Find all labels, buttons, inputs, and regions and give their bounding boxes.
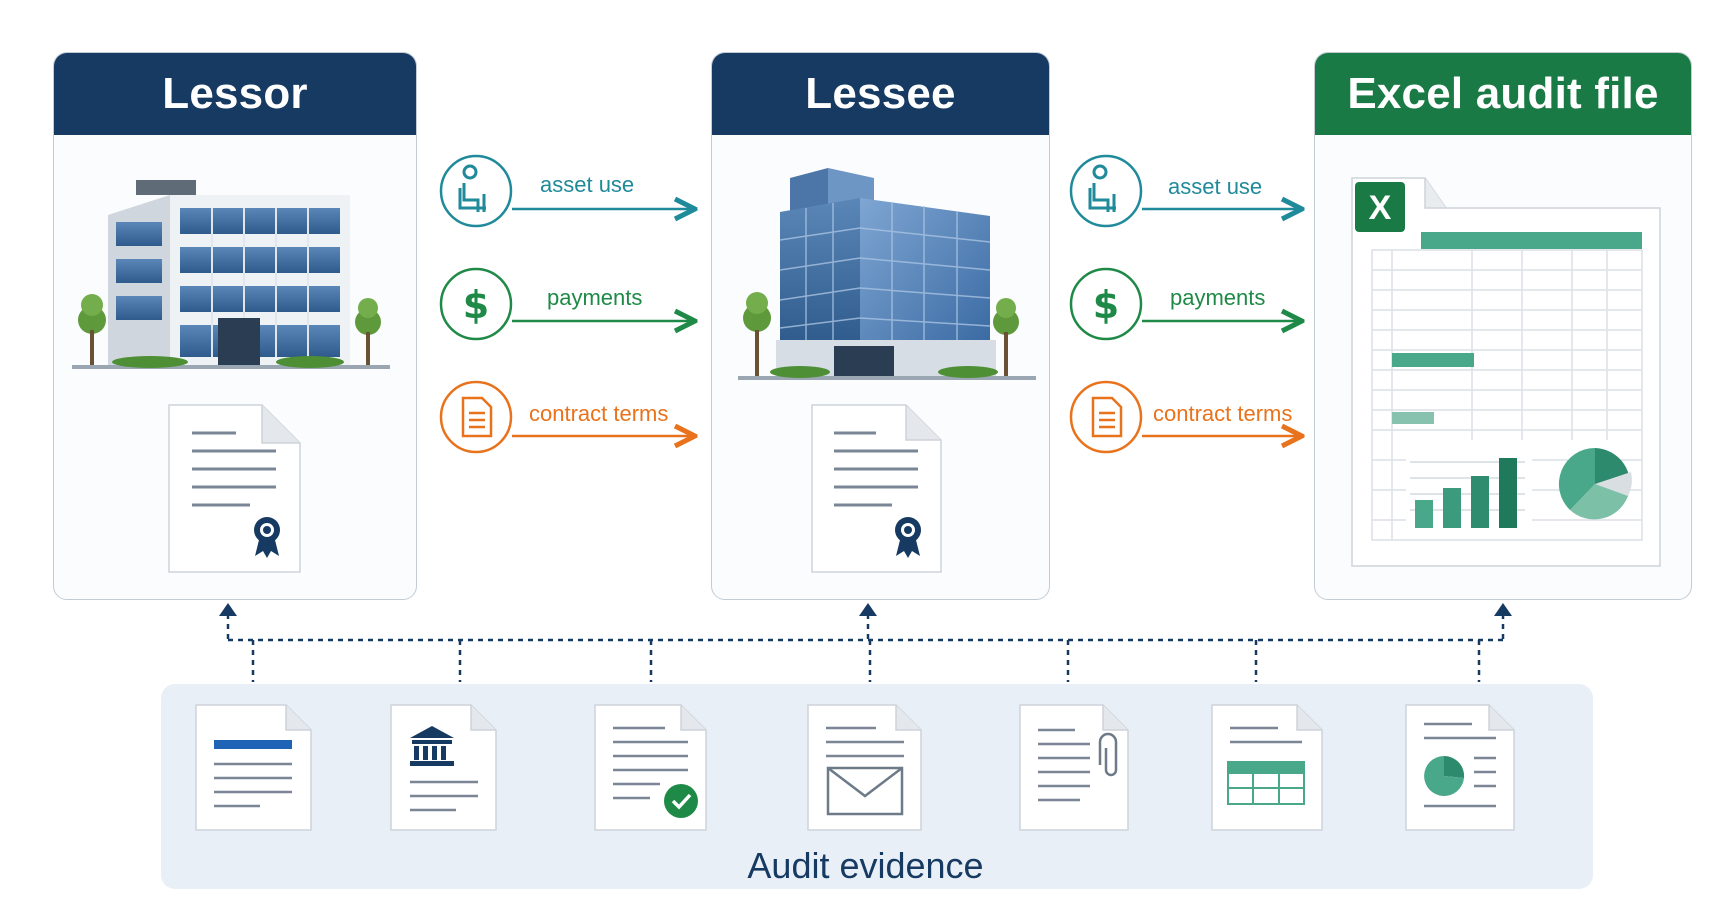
- svg-text:$: $: [463, 283, 489, 327]
- dollar-icon: [439, 267, 513, 341]
- excel-title: Excel audit file: [1315, 53, 1691, 135]
- person-icon: [1069, 154, 1143, 228]
- asset-use-label-2: asset use: [1168, 174, 1263, 199]
- lessor-title: Lessor: [54, 53, 416, 135]
- attachment-document-icon: [1019, 704, 1129, 831]
- pie-chart-document-icon: [1405, 704, 1515, 831]
- payments-label-2: payments: [1170, 285, 1266, 310]
- contract-icon: [439, 380, 513, 454]
- lessor-contract-icon: [168, 404, 301, 573]
- evidence-connectors: [226, 614, 1505, 682]
- contract-terms-label-2: contract terms: [1153, 401, 1293, 426]
- excel-logo-letter: X: [1369, 189, 1392, 227]
- person-icon: [439, 154, 513, 228]
- excel-spreadsheet-icon: X: [1351, 177, 1661, 567]
- contract-terms-label-1: contract terms: [529, 401, 669, 426]
- lessee-title: Lessee: [712, 53, 1049, 135]
- lessee-building-icon: [738, 168, 1036, 380]
- text-document-icon: [195, 704, 312, 831]
- asset-use-flow-2: [1069, 154, 1302, 228]
- connector-arrowheads: [219, 603, 1512, 616]
- approved-document-icon: [594, 704, 707, 831]
- asset-use-label-1: asset use: [540, 172, 635, 197]
- dollar-icon: [1069, 267, 1143, 341]
- audit-evidence-label: Audit evidence: [747, 845, 984, 886]
- lessor-building-icon: [72, 180, 390, 369]
- spreadsheet-document-icon: [1211, 704, 1323, 831]
- asset-use-flow-1: [439, 154, 695, 228]
- contract-icon: [1069, 380, 1143, 454]
- payments-flow-1: $: [439, 267, 695, 341]
- contract-terms-flow-2: [1069, 380, 1302, 454]
- bank-document-icon: [390, 704, 497, 831]
- lessee-contract-icon: [811, 404, 942, 573]
- payments-label-1: payments: [547, 285, 643, 310]
- contract-terms-flow-1: [439, 380, 695, 454]
- payments-flow-2: $: [1069, 267, 1302, 341]
- svg-text:$: $: [1093, 283, 1119, 327]
- email-icon: [807, 704, 922, 831]
